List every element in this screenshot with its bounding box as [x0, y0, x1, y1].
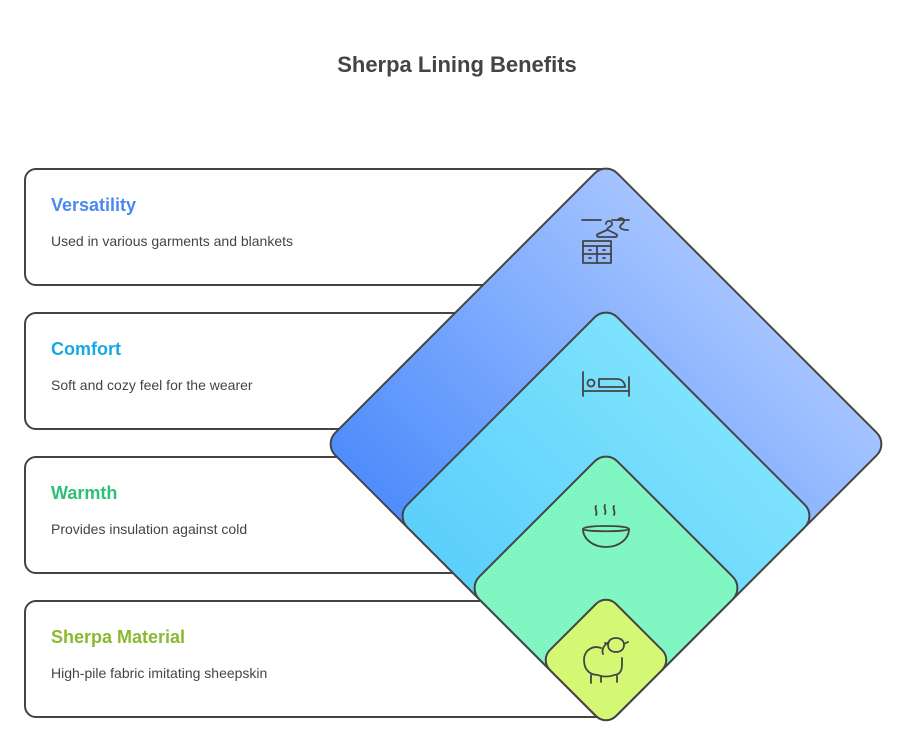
bed-icon — [582, 371, 630, 397]
sheep-icon — [583, 637, 629, 684]
card-text: Soft and cozy feel for the wearer — [51, 377, 253, 393]
card-text: Used in various garments and blankets — [51, 233, 294, 249]
card-text: High-pile fabric imitating sheepskin — [51, 665, 268, 681]
card-text: Provides insulation against cold — [51, 521, 248, 537]
hanger-dresser-icon — [581, 217, 630, 264]
card-heading: Versatility — [51, 195, 137, 215]
hot-bowl-icon — [582, 504, 630, 548]
card-heading: Comfort — [51, 339, 121, 359]
diamond-sherpa — [544, 598, 668, 722]
page-title: Sherpa Lining Benefits — [337, 52, 577, 77]
card-heading: Sherpa Material — [51, 627, 186, 647]
diamond-warmth — [473, 455, 739, 721]
card-heading: Warmth — [51, 483, 118, 503]
